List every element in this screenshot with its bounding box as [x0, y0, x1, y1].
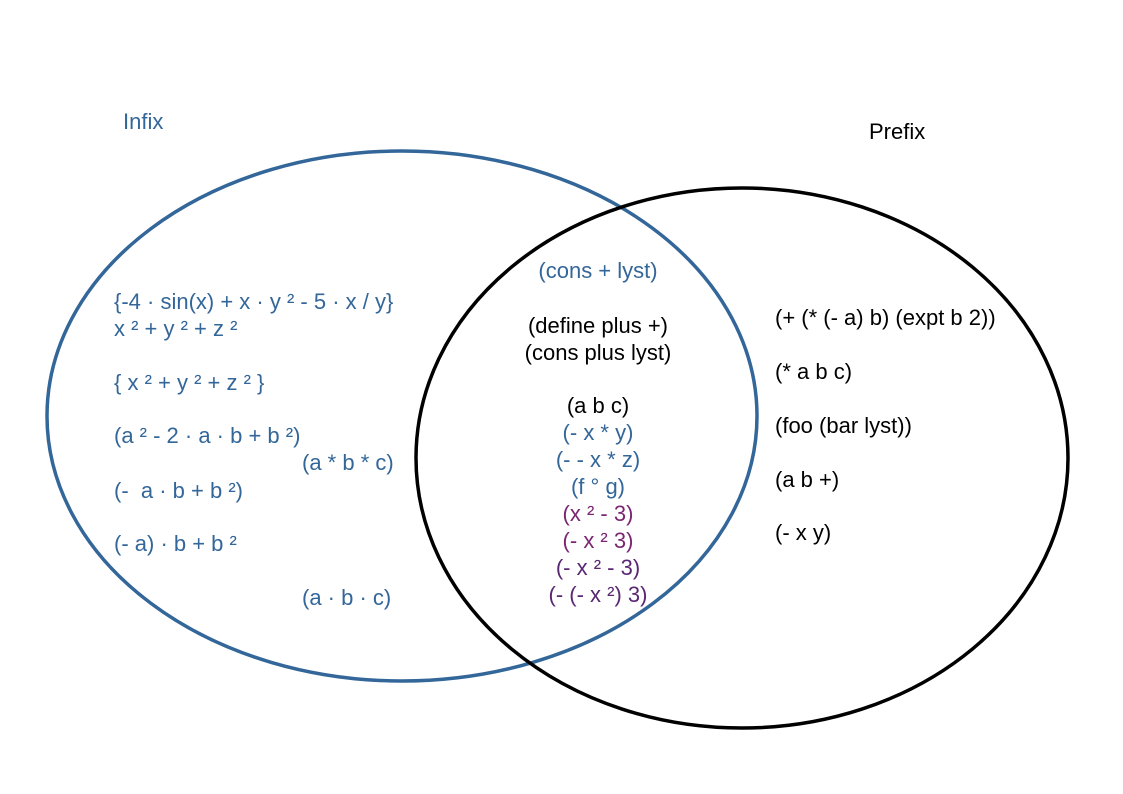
infix-expression: (a ² - 2 · a · b + b ²) [114, 423, 301, 448]
infix-set-ellipse [45, 149, 759, 683]
shared-expression: (a b c) [566, 393, 630, 418]
shared-expression: (f ° g) [570, 474, 626, 499]
infix-expression: (- a · b + b ²) [114, 478, 243, 503]
infix-expression: {-4 · sin(x) + x · y ² - 5 · x / y} [114, 289, 394, 314]
infix-expression: (a * b * c) [302, 450, 394, 475]
shared-expression: (- (- x ²) 3) [548, 582, 648, 607]
infix-expression: (a · b · c) [302, 585, 392, 610]
shared-expression: (- x ² - 3) [555, 555, 641, 580]
prefix-set-ellipse [414, 186, 1070, 730]
prefix-set-title: Prefix [869, 119, 926, 144]
shared-expression: (cons plus lyst) [524, 340, 672, 365]
shared-expression: (x ² - 3) [562, 501, 634, 526]
infix-expression: x ² + y ² + z ² [114, 316, 238, 341]
infix-expression: { x ² + y ² + z ² } [114, 370, 265, 395]
shared-expression: (- x * y) [562, 420, 634, 445]
prefix-expression: (a b +) [775, 467, 840, 492]
shared-expression: (- - x * z) [555, 447, 641, 472]
prefix-expression: (foo (bar lyst)) [775, 413, 912, 438]
prefix-expression: (- x y) [775, 520, 832, 545]
infix-set-title: Infix [123, 109, 164, 134]
shared-expression: (cons + lyst) [538, 258, 658, 283]
prefix-expression: (+ (* (- a) b) (expt b 2)) [775, 305, 996, 330]
shared-expression: (define plus +) [527, 313, 669, 338]
infix-expression: (- a) · b + b ² [114, 531, 237, 556]
prefix-expression: (* a b c) [775, 359, 853, 384]
shared-expression: (- x ² 3) [562, 528, 634, 553]
